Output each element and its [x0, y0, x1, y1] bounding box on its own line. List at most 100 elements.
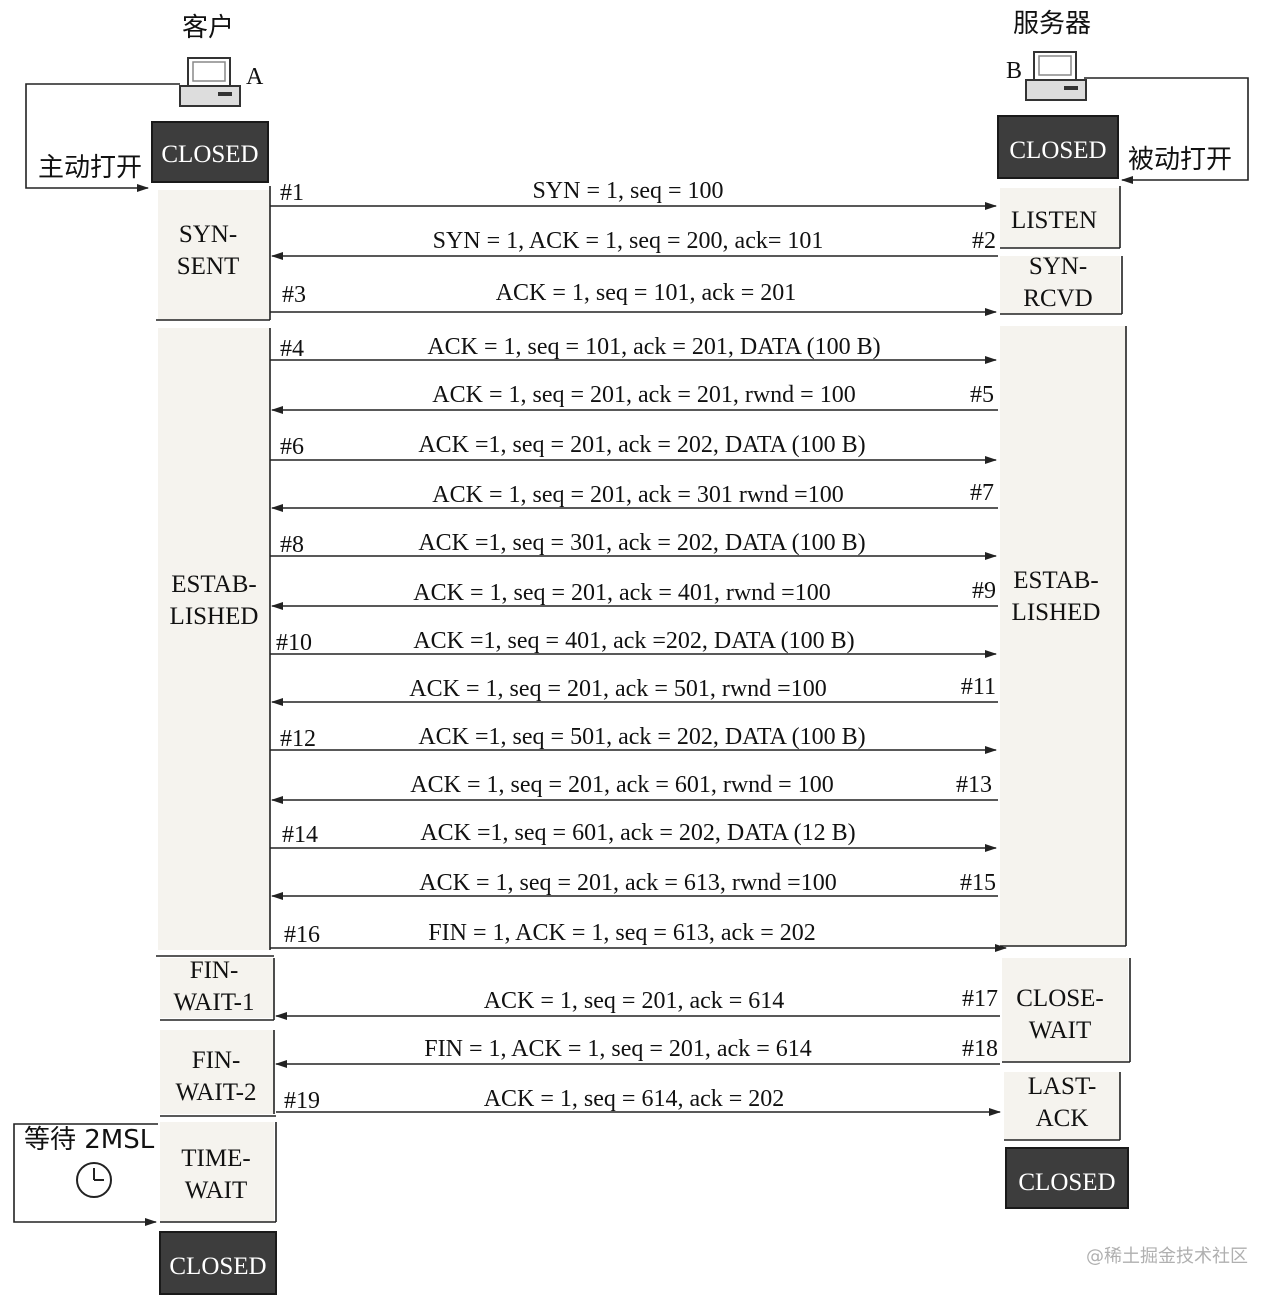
server-state-last-ack: LAST- ACK: [1028, 1073, 1097, 1132]
svg-text:#10: #10: [276, 630, 312, 656]
svg-text:ACK =1, seq = 201, ack = 202,: ACK =1, seq = 201, ack = 202, DATA (100 …: [418, 432, 865, 458]
client-computer-icon: [179, 57, 241, 107]
svg-text:WAIT: WAIT: [185, 1177, 247, 1204]
svg-text:#4: #4: [280, 336, 304, 362]
wait-2msl-label: 等待 2MSL: [24, 1125, 155, 1155]
svg-text:WAIT-1: WAIT-1: [173, 989, 254, 1016]
clock-icon: [76, 1162, 112, 1198]
message-arrow: #5 ACK = 1, seq = 201, ack = 201, rwnd =…: [271, 382, 998, 414]
server-closed-initial: CLOSED: [997, 115, 1119, 179]
server-state-panel: [1000, 326, 1126, 946]
svg-text:ACK = 1, seq = 101, ack = 201: ACK = 1, seq = 101, ack = 201: [496, 280, 797, 306]
svg-text:ACK =1, seq = 401, ack =202, D: ACK =1, seq = 401, ack =202, DATA (100 B…: [413, 628, 854, 654]
svg-text:WAIT-2: WAIT-2: [175, 1079, 256, 1106]
svg-text:ACK = 1, seq = 101, ack = 201,: ACK = 1, seq = 101, ack = 201, DATA (100…: [427, 334, 880, 360]
svg-text:ACK =1, seq = 301, ack = 202,: ACK =1, seq = 301, ack = 202, DATA (100 …: [418, 530, 865, 556]
svg-text:ACK = 1, seq = 614, ack = 202: ACK = 1, seq = 614, ack = 202: [484, 1086, 785, 1112]
svg-text:#9: #9: [972, 578, 996, 604]
svg-text:#14: #14: [282, 822, 318, 848]
client-state-panel: [160, 1030, 274, 1114]
svg-text:ACK = 1, seq = 201, ack = 613,: ACK = 1, seq = 201, ack = 613, rwnd =100: [419, 870, 836, 896]
svg-text:ACK = 1, seq = 201, ack = 401,: ACK = 1, seq = 201, ack = 401, rwnd =100: [413, 580, 830, 606]
message-arrow: #2 SYN = 1, ACK = 1, seq = 200, ack= 101: [271, 228, 998, 260]
client-state-panel: [160, 958, 274, 1018]
svg-text:#8: #8: [280, 532, 304, 558]
client-timeline: [269, 186, 277, 1222]
message-arrow: #17 ACK = 1, seq = 201, ack = 614: [275, 986, 1000, 1020]
svg-text:LISTEN: LISTEN: [1011, 207, 1097, 234]
svg-text:#13: #13: [956, 772, 992, 798]
svg-text:#15: #15: [960, 870, 996, 896]
svg-text:ACK: ACK: [1036, 1105, 1089, 1132]
message-arrow: #16 FIN = 1, ACK = 1, seq = 613, ack = 2…: [270, 920, 1007, 952]
svg-text:CLOSED: CLOSED: [1018, 1169, 1115, 1196]
message-arrow: #14 ACK =1, seq = 601, ack = 202, DATA (…: [270, 820, 997, 852]
server-state-panel: [1004, 1072, 1120, 1140]
svg-text:SYN-: SYN-: [179, 221, 237, 248]
wait-2msl-arrow: [13, 1123, 158, 1226]
client-title: 客户: [182, 13, 234, 43]
message-arrow: #18 FIN = 1, ACK = 1, seq = 201, ack = 6…: [275, 1036, 1000, 1068]
svg-text:SYN = 1, seq = 100: SYN = 1, seq = 100: [532, 178, 723, 204]
server-state-syn-rcvd: SYN- RCVD: [1023, 253, 1092, 312]
svg-text:SYN = 1, ACK = 1, seq = 200, a: SYN = 1, ACK = 1, seq = 200, ack= 101: [433, 228, 824, 254]
passive-open-label: 被动打开: [1128, 145, 1232, 175]
server-computer-icon: [1025, 51, 1087, 101]
message-arrow: #11 ACK = 1, seq = 201, ack = 501, rwnd …: [271, 674, 998, 706]
svg-text:RCVD: RCVD: [1023, 285, 1092, 312]
server-title: 服务器: [1013, 9, 1091, 39]
server-letter: B: [1006, 58, 1022, 84]
svg-text:CLOSED: CLOSED: [161, 141, 258, 168]
svg-text:FIN = 1, ACK = 1, seq = 201, a: FIN = 1, ACK = 1, seq = 201, ack = 614: [424, 1036, 811, 1062]
server-state-panel: [1002, 958, 1128, 1062]
server-state-panel: [1000, 256, 1120, 314]
svg-text:FIN = 1, ACK = 1, seq = 613, a: FIN = 1, ACK = 1, seq = 613, ack = 202: [428, 920, 815, 946]
svg-text:ESTAB-: ESTAB-: [1013, 567, 1099, 594]
server-closed-final: CLOSED: [1005, 1147, 1129, 1209]
server-timeline: [1119, 186, 1131, 1140]
server-state-listen: LISTEN: [1011, 207, 1097, 234]
svg-text:#6: #6: [280, 434, 304, 460]
svg-text:ESTAB-: ESTAB-: [171, 571, 257, 598]
client-state-fin-wait-2: FIN- WAIT-2: [175, 1047, 256, 1106]
svg-text:CLOSE-: CLOSE-: [1016, 985, 1104, 1012]
client-state-panel: [158, 328, 270, 950]
svg-text:ACK =1, seq = 501, ack = 202,: ACK =1, seq = 501, ack = 202, DATA (100 …: [418, 724, 865, 750]
svg-text:ACK = 1, seq = 201, ack = 201,: ACK = 1, seq = 201, ack = 201, rwnd = 10…: [432, 382, 855, 408]
svg-text:WAIT: WAIT: [1029, 1017, 1091, 1044]
client-state-panel: [160, 1122, 274, 1222]
server-state-panel: [1000, 188, 1120, 248]
svg-text:FIN-: FIN-: [190, 957, 239, 984]
message-arrow: #8 ACK =1, seq = 301, ack = 202, DATA (1…: [270, 530, 997, 560]
passive-open-arrow: [1084, 77, 1249, 184]
svg-text:#11: #11: [961, 674, 996, 700]
message-arrow: #4 ACK = 1, seq = 101, ack = 201, DATA (…: [270, 334, 997, 364]
svg-text:#19: #19: [284, 1088, 320, 1114]
svg-text:ACK = 1, seq = 201, ack = 614: ACK = 1, seq = 201, ack = 614: [484, 988, 785, 1014]
svg-text:ACK = 1, seq = 201, ack = 601,: ACK = 1, seq = 201, ack = 601, rwnd = 10…: [410, 772, 833, 798]
svg-text:#3: #3: [282, 282, 306, 308]
client-letter: A: [246, 64, 264, 90]
client-state-established: ESTAB- LISHED: [170, 571, 259, 630]
client-closed-initial: CLOSED: [151, 121, 269, 183]
message-arrow: #13 ACK = 1, seq = 201, ack = 601, rwnd …: [271, 772, 998, 804]
svg-text:ACK =1, seq = 601, ack = 202,: ACK =1, seq = 601, ack = 202, DATA (12 B…: [420, 820, 855, 846]
active-open-label: 主动打开: [38, 153, 142, 183]
svg-text:#17: #17: [962, 986, 998, 1012]
svg-text:#5: #5: [970, 382, 994, 408]
message-arrow: #12 ACK =1, seq = 501, ack = 202, DATA (…: [270, 724, 997, 754]
active-open-arrow: [25, 83, 180, 192]
svg-text:#2: #2: [972, 228, 996, 254]
message-arrow: #6 ACK =1, seq = 201, ack = 202, DATA (1…: [270, 432, 997, 464]
svg-text:#16: #16: [284, 922, 320, 948]
svg-text:SYN-: SYN-: [1029, 253, 1087, 280]
state-separators: [156, 247, 1130, 1223]
svg-text:LISHED: LISHED: [1012, 599, 1101, 626]
message-arrow: #19 ACK = 1, seq = 614, ack = 202: [276, 1086, 1001, 1116]
client-closed-final: CLOSED: [159, 1231, 277, 1295]
server-state-established: ESTAB- LISHED: [1012, 567, 1101, 626]
message-arrow: #3 ACK = 1, seq = 101, ack = 201: [270, 280, 997, 316]
svg-text:#7: #7: [970, 480, 994, 506]
